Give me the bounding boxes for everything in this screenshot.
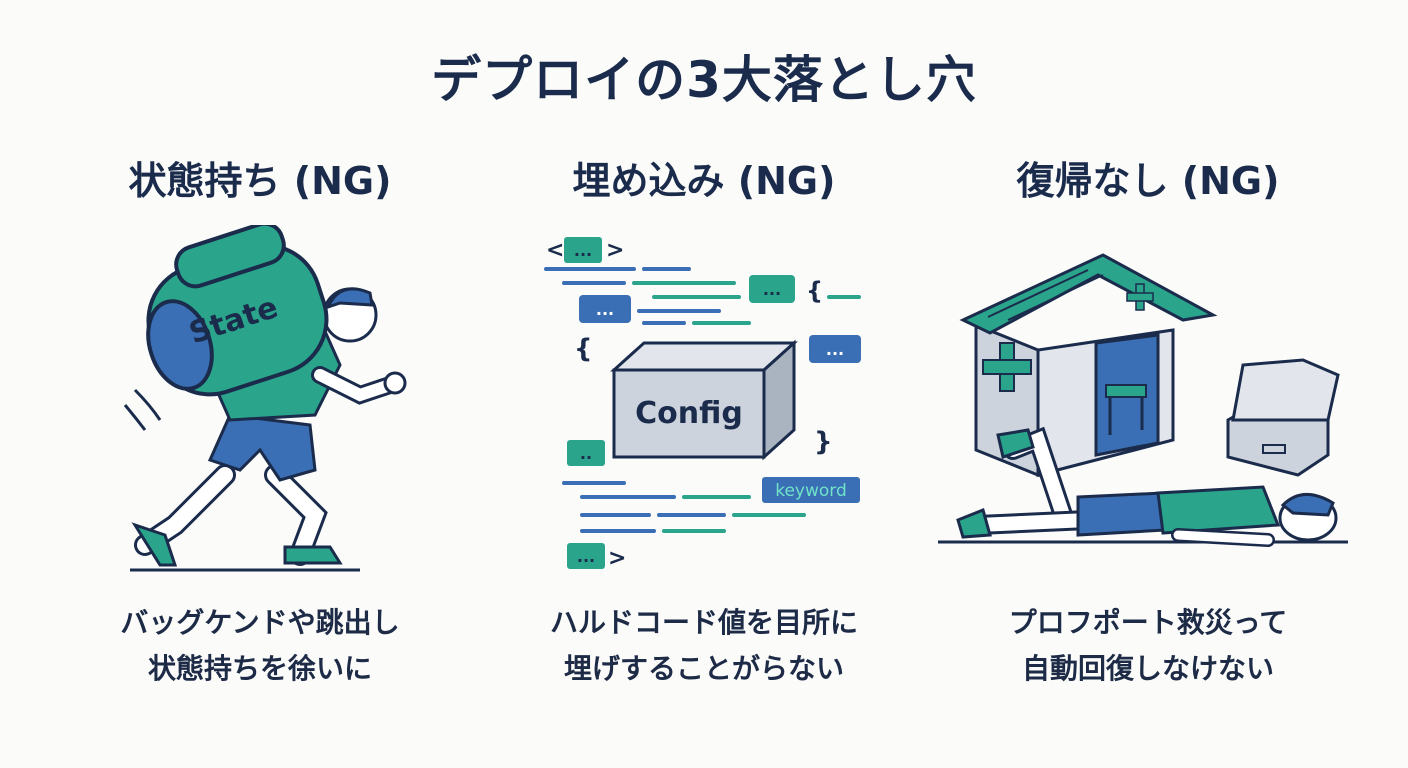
caption-line: バッグケンドや跳出し	[120, 606, 400, 639]
caption-line: 自動回復しなけない	[1021, 652, 1274, 685]
caption-line: プロフポート救災って	[1008, 606, 1288, 639]
caption-line: ハルドコード値を目所に	[549, 606, 858, 639]
panel-no-recovery: 復帰なし (NG)	[928, 150, 1368, 720]
keyword-label: keyword	[775, 481, 847, 501]
brace-open-glyph: {	[806, 277, 823, 305]
tag-open-glyph: <	[546, 238, 564, 263]
tag-close-glyph: >	[606, 238, 624, 263]
panel-caption-hardcoded: ハルドコード値を目所に 埋げすることがらない	[484, 600, 924, 692]
ellipsis-glyph: ..	[580, 444, 592, 463]
brace-open-glyph: {	[574, 334, 593, 364]
panel-caption-stateful: バッグケンドや跳出し 状態持ちを徐いに	[40, 600, 480, 692]
panel-hardcoded: 埋め込み (NG) < ... > ... { ... { ... Config…	[484, 150, 924, 720]
fallen-person-by-clinic-illustration	[938, 253, 1348, 547]
tag-close-glyph: >	[608, 546, 626, 571]
panel-heading-hardcoded: 埋め込み (NG)	[572, 159, 836, 203]
ellipsis-glyph: ...	[574, 241, 592, 260]
caption-line: 状態持ちを徐いに	[147, 652, 372, 685]
panel-stateful: 状態持ち (NG) State バッグケンドや跳出し 状態持ちを徐いに	[40, 150, 480, 720]
page-title: デプロイの3大落とし穴	[431, 51, 977, 109]
panel-heading-stateful: 状態持ち (NG)	[128, 159, 392, 203]
panel-caption-no-recovery: プロフポート救災って 自動回復しなけない	[928, 600, 1368, 692]
ellipsis-glyph: ...	[763, 280, 781, 299]
ellipsis-glyph: ...	[577, 547, 595, 566]
panel-heading-no-recovery: 復帰なし (NG)	[1016, 159, 1280, 203]
caption-line: 埋げすることがらない	[563, 652, 844, 685]
runner-with-backpack-illustration: State	[123, 225, 407, 572]
config-label: Config	[635, 396, 743, 431]
brace-close-glyph: }	[814, 427, 833, 457]
embedded-config-illustration: < ... > ... { ... { ... Config } ..	[544, 237, 861, 571]
ellipsis-glyph: ...	[826, 340, 844, 359]
ellipsis-glyph: ...	[596, 300, 614, 319]
